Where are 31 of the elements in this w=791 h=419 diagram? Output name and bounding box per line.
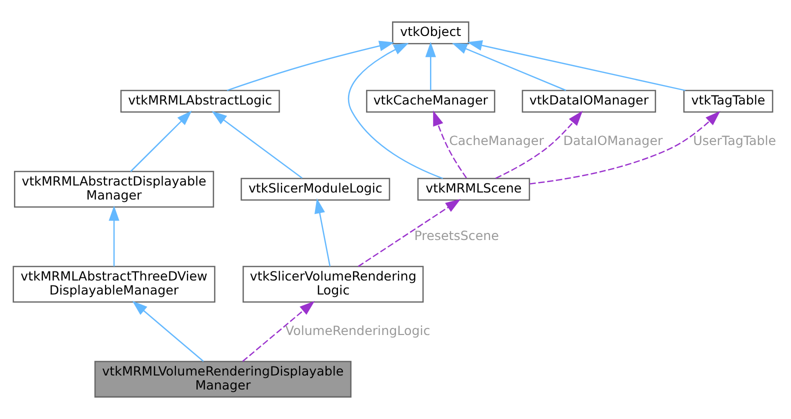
node-box: vtkMRMLAbstractLogic	[120, 90, 280, 113]
arrow	[452, 42, 566, 91]
arrow	[433, 110, 467, 178]
edge-label: VolumeRenderingLogic	[285, 322, 430, 338]
arrow	[358, 199, 461, 267]
node-box: vtkSlicerVolumeRendering Logic	[242, 266, 424, 303]
node-box: vtkTagTable	[683, 90, 774, 113]
node-box: vtkMRMLScene	[417, 178, 530, 201]
node-box: vtkCacheManager	[366, 90, 496, 113]
node-box: vtkDataIOManager	[522, 90, 656, 113]
arrow	[242, 300, 315, 362]
edge-label: PresetsScene	[414, 228, 499, 243]
arrow	[425, 42, 436, 90]
edge-label: UserTagTable	[693, 132, 776, 148]
node-box: vtkMRMLAbstractThreeDView DisplayableManager	[12, 266, 216, 303]
arrow	[226, 40, 394, 92]
arrow	[314, 198, 331, 267]
arrow	[467, 40, 686, 92]
node-box: vtkMRMLVolumeRenderingDisplayable Manager	[94, 360, 352, 398]
node-box: vtkSlicerModuleLogic	[240, 178, 390, 201]
arrow	[108, 206, 120, 266]
arrow	[212, 111, 303, 179]
arrow	[495, 110, 583, 179]
node-box: vtkMRMLAbstractDisplayable Manager	[14, 170, 214, 208]
edge-label: DataIOManager	[563, 132, 663, 148]
edge-label: CacheManager	[449, 132, 544, 148]
arrow	[348, 42, 444, 179]
node-box: vtkObject	[392, 21, 470, 44]
arrow	[132, 300, 204, 362]
arrow	[130, 110, 192, 172]
arrow	[530, 110, 720, 184]
